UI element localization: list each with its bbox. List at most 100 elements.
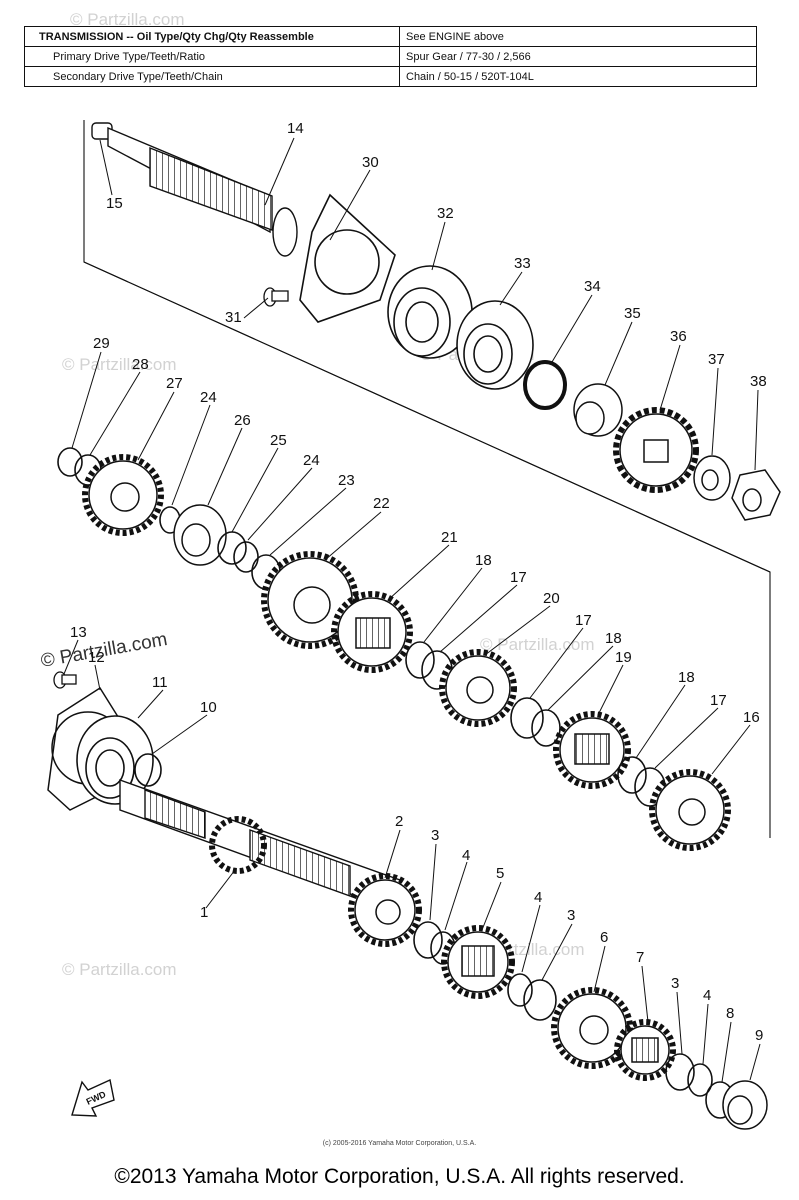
callout-23: 23 <box>338 472 355 489</box>
gasket-hole <box>314 229 380 295</box>
spec-table: TRANSMISSION -- Oil Type/Qty Chg/Qty Rea… <box>24 26 757 87</box>
fwd-arrow: FWD <box>71 1078 115 1117</box>
bearing-32 <box>387 265 473 359</box>
axle-splines <box>149 146 273 231</box>
callout-33: 33 <box>514 255 531 272</box>
callout-18: 18 <box>605 630 622 647</box>
border-lower <box>83 261 771 838</box>
section-borders <box>83 120 771 838</box>
bushing-9 <box>722 1080 768 1130</box>
callout-17: 17 <box>575 612 592 629</box>
callout-19: 19 <box>615 649 632 666</box>
watermark: © Partzilla.com <box>62 355 177 374</box>
callout-16: 16 <box>743 709 760 726</box>
callout-29: 29 <box>93 335 110 352</box>
callout-27: 27 <box>166 375 183 392</box>
main-axle-1 <box>119 779 401 913</box>
callout-37: 37 <box>708 351 725 368</box>
copyright-notice: ©2013 Yamaha Motor Corporation, U.S.A. A… <box>114 1165 685 1188</box>
collar-35 <box>573 383 623 437</box>
callout-20: 20 <box>543 590 560 607</box>
callout-11: 11 <box>152 674 168 691</box>
callout-35: 35 <box>624 305 641 322</box>
watermark: © Partzilla.com <box>70 10 185 29</box>
callout-31: 31 <box>225 309 242 326</box>
o-ring-34 <box>523 360 567 410</box>
fwd-arrow-icon <box>71 1078 115 1117</box>
callout-26: 26 <box>234 412 251 429</box>
callout-1: 1 <box>200 904 208 921</box>
callout-17: 17 <box>510 569 527 586</box>
circlip-4c <box>687 1063 713 1097</box>
screw-31 <box>263 287 289 307</box>
gear-22 <box>261 551 359 649</box>
washer-17b <box>510 697 544 739</box>
callout-4: 4 <box>703 987 711 1004</box>
watermark: © Partzilla.com <box>62 960 177 979</box>
lock-washer-37 <box>693 455 731 501</box>
gasket-outline <box>299 193 396 323</box>
callout-18: 18 <box>475 552 492 569</box>
callout-8: 8 <box>726 1005 734 1022</box>
callout-4: 4 <box>534 889 542 906</box>
leader-lines <box>63 137 761 1083</box>
callout-3: 3 <box>431 827 439 844</box>
gear-5 <box>441 925 515 999</box>
gear-21 <box>331 591 413 673</box>
callout-34: 34 <box>584 278 601 295</box>
gear-20 <box>439 649 517 727</box>
callout-21: 21 <box>441 529 458 546</box>
callout-24: 24 <box>200 389 217 406</box>
copyright-small: (c) 2005-2016 Yamaha Motor Corporation, … <box>322 1140 477 1147</box>
callout-13: 13 <box>70 624 87 641</box>
callout-36: 36 <box>670 328 687 345</box>
circlip-4b <box>507 973 533 1007</box>
spec-value: Chain / 50-15 / 520T-104L <box>399 66 757 87</box>
axle-collar <box>272 207 298 257</box>
callout-15: 15 <box>106 195 123 212</box>
circlip-18c <box>617 756 647 794</box>
callout-12: 12 <box>88 649 105 666</box>
washer-3b <box>523 979 557 1021</box>
bushing-26 <box>173 504 227 566</box>
callout-3: 3 <box>567 907 575 924</box>
gear-7 <box>614 1019 676 1081</box>
bearing-33 <box>456 300 534 390</box>
callout-7: 7 <box>636 949 644 966</box>
drive-axle <box>91 122 298 257</box>
callout-38: 38 <box>750 373 767 390</box>
sprocket-36 <box>613 407 699 493</box>
callout-labels: 1 2 3 3 3 4 4 4 5 6 7 8 9 10 11 12 13 14… <box>70 120 767 1044</box>
washer-10 <box>134 753 162 787</box>
callout-28: 28 <box>132 356 149 373</box>
callout-5: 5 <box>496 865 504 882</box>
callout-18: 18 <box>678 669 695 686</box>
circlip-18a <box>405 641 435 679</box>
gear-27 <box>82 454 164 536</box>
callout-25: 25 <box>270 432 287 449</box>
callout-32: 32 <box>437 205 454 222</box>
spec-key: Secondary Drive Type/Teeth/Chain <box>24 66 400 87</box>
callout-10: 10 <box>200 699 217 716</box>
callout-9: 9 <box>755 1027 763 1044</box>
watermark: © Partzilla.com <box>480 635 595 654</box>
nut-38 <box>731 469 781 521</box>
callout-22: 22 <box>373 495 390 512</box>
gear-16 <box>649 769 731 851</box>
washer-3c <box>665 1053 695 1091</box>
gear-2 <box>348 873 422 947</box>
callout-4: 4 <box>462 847 470 864</box>
gear-6 <box>551 987 633 1069</box>
washer-3a <box>413 921 443 959</box>
callout-14: 14 <box>287 120 304 137</box>
callout-6: 6 <box>600 929 608 946</box>
gear-19 <box>553 711 631 789</box>
spec-row-secondary-drive: Secondary Drive Type/Teeth/Chain Chain /… <box>24 66 757 87</box>
circlip-29 <box>57 447 83 477</box>
screw-13 <box>53 671 77 689</box>
callout-3: 3 <box>671 975 679 992</box>
gasket-plate <box>299 193 396 323</box>
callout-24: 24 <box>303 452 320 469</box>
callout-30: 30 <box>362 154 379 171</box>
